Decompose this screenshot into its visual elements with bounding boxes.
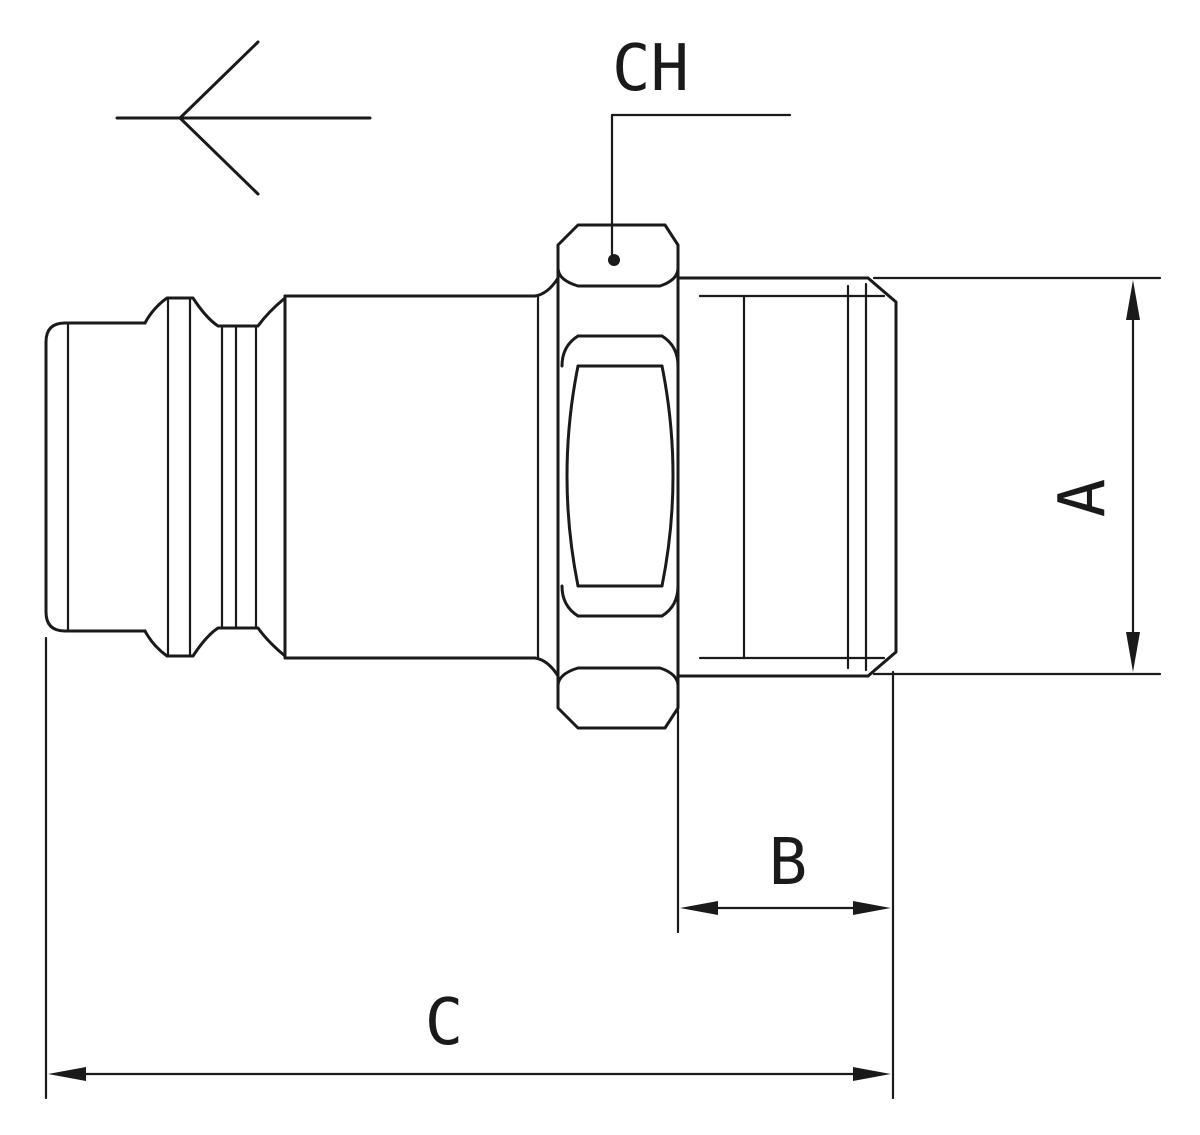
a-dimension-label: A	[1046, 479, 1120, 518]
b-dimension-label: B	[769, 826, 808, 900]
dimension-c	[44, 636, 891, 1100]
dimension-b	[676, 670, 895, 1100]
threaded-end	[676, 276, 898, 678]
main-body	[283, 276, 560, 678]
hex-nut	[556, 223, 680, 730]
nut-center-dot	[608, 254, 620, 266]
dimension-a	[872, 276, 1162, 676]
ch-dimension-label: CH	[612, 32, 689, 106]
grooved-collar	[143, 296, 287, 658]
c-dimension-label: C	[425, 986, 464, 1060]
plug-nose	[44, 321, 147, 633]
flow-direction-arrow-icon	[115, 40, 372, 196]
ch-leader-line	[610, 113, 792, 256]
